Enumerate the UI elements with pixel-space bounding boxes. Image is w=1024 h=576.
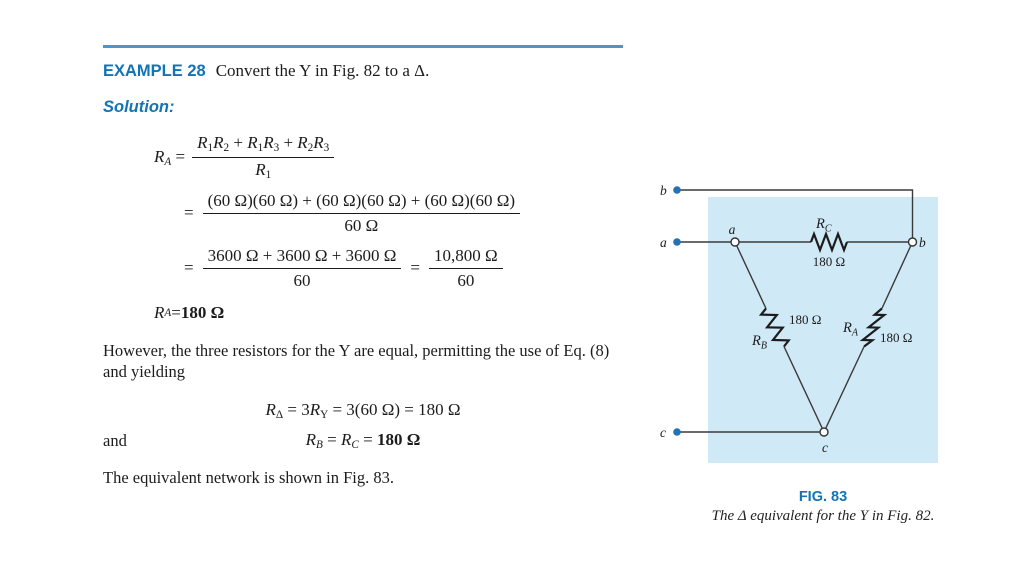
fraction-denominator: 60 Ω <box>344 215 379 235</box>
equation-rdelta: RΔ = 3RY = 3(60 Ω) = 180 Ω <box>265 400 461 422</box>
terminal-c-label: c <box>660 425 666 440</box>
equals-sign: = <box>410 258 421 278</box>
terminal-a-label: a <box>660 235 667 250</box>
equation-ra-evaluation: = 3600 Ω + 3600 Ω + 3600 Ω 60 = 10,800 Ω… <box>182 246 623 290</box>
fraction: R1R2 + R1R3 + R2R3 R1 <box>192 133 335 182</box>
wire-terminal-b-to-node-b <box>677 189 914 242</box>
terminal-b-label: b <box>660 183 667 198</box>
resistor-rb-value: 180 Ω <box>789 312 821 327</box>
node-a-circle <box>730 237 740 247</box>
figure-number-label: FIG. 83 <box>798 489 848 505</box>
paragraph-explanation: However, the three resistors for the Y a… <box>103 341 610 382</box>
fraction: 3600 Ω + 3600 Ω + 3600 Ω 60 <box>202 246 402 290</box>
delta-circuit-diagram: b a c a b c RC RB RA 180 Ω 180 Ω 180 Ω <box>660 183 938 463</box>
fraction-denominator: 60 <box>293 270 311 290</box>
example-heading: EXAMPLE 28 Convert the Y in Fig. 82 to a … <box>103 60 623 82</box>
fraction: (60 Ω)(60 Ω) + (60 Ω)(60 Ω) + (60 Ω)(60 … <box>202 191 521 235</box>
fraction-denominator: 60 <box>457 270 475 290</box>
fraction-numerator: 10,800 Ω <box>429 246 503 269</box>
node-b-circle <box>907 237 918 247</box>
wire-ra-lower <box>823 346 865 433</box>
solution-label: Solution: <box>103 98 175 116</box>
fraction: 10,800 Ω 60 <box>429 246 503 290</box>
node-c-circle <box>819 427 829 437</box>
and-word: and <box>103 431 127 451</box>
node-a-label: a <box>729 222 736 237</box>
equation-ra-substitution: = (60 Ω)(60 Ω) + (60 Ω)(60 Ω) + (60 Ω)(6… <box>182 191 623 235</box>
top-rule-divider <box>103 45 623 48</box>
fraction-denominator: R1 <box>255 160 272 182</box>
figure-caption: FIG. 83 The Δ equivalent for the Y in Fi… <box>688 489 958 525</box>
equation-rb-rc-line: and RB = RC = 180 Ω <box>103 430 623 451</box>
example-number-label: EXAMPLE 28 <box>103 62 206 80</box>
figure-83: b a c a b c RC RB RA 180 Ω 180 Ω 180 Ω F… <box>648 175 958 525</box>
eq-lhs: RA = <box>154 146 186 169</box>
paragraph-closing: The equivalent network is shown in Fig. … <box>103 467 395 487</box>
node-b-label: b <box>919 235 926 250</box>
wire-rb-upper <box>734 241 767 309</box>
node-c-label: c <box>822 440 828 455</box>
resistor-rc-zigzag <box>809 230 849 254</box>
figure-caption-text: The Δ equivalent for the Y in Fig. 82. <box>711 508 935 524</box>
fraction-numerator: 3600 Ω + 3600 Ω + 3600 Ω <box>202 246 402 269</box>
terminal-b-dot <box>673 186 681 194</box>
example-column: EXAMPLE 28 Convert the Y in Fig. 82 to a … <box>103 45 623 488</box>
resistor-ra-zigzag <box>859 307 888 348</box>
resistor-ra-label: RA <box>842 320 859 339</box>
equals-sign: = <box>184 203 194 223</box>
wire-ra-upper <box>881 241 914 309</box>
fraction-numerator: R1R2 + R1R3 + R2R3 <box>192 133 335 159</box>
resistor-rb-zigzag <box>758 307 791 348</box>
resistor-ra-value: 180 Ω <box>880 330 912 345</box>
example-title: Convert the Y in Fig. 82 to a Δ. <box>215 61 430 80</box>
resistor-rb-label: RB <box>751 333 767 352</box>
terminal-a-dot <box>673 238 681 246</box>
worked-equations: RA = R1R2 + R1R3 + R2R3 R1 = (60 Ω)(60 Ω… <box>103 133 623 323</box>
resistor-rc-value: 180 Ω <box>813 254 845 269</box>
resistor-rc-label: RC <box>815 216 832 235</box>
equals-sign: = <box>184 258 194 278</box>
equation-ra-definition: RA = R1R2 + R1R3 + R2R3 R1 <box>154 133 623 182</box>
fraction-numerator: (60 Ω)(60 Ω) + (60 Ω)(60 Ω) + (60 Ω)(60 … <box>202 191 521 214</box>
equation-rb-rc: RB = RC = 180 Ω <box>305 430 421 452</box>
terminal-c-dot <box>673 428 681 436</box>
wire-rb-lower <box>783 346 825 433</box>
